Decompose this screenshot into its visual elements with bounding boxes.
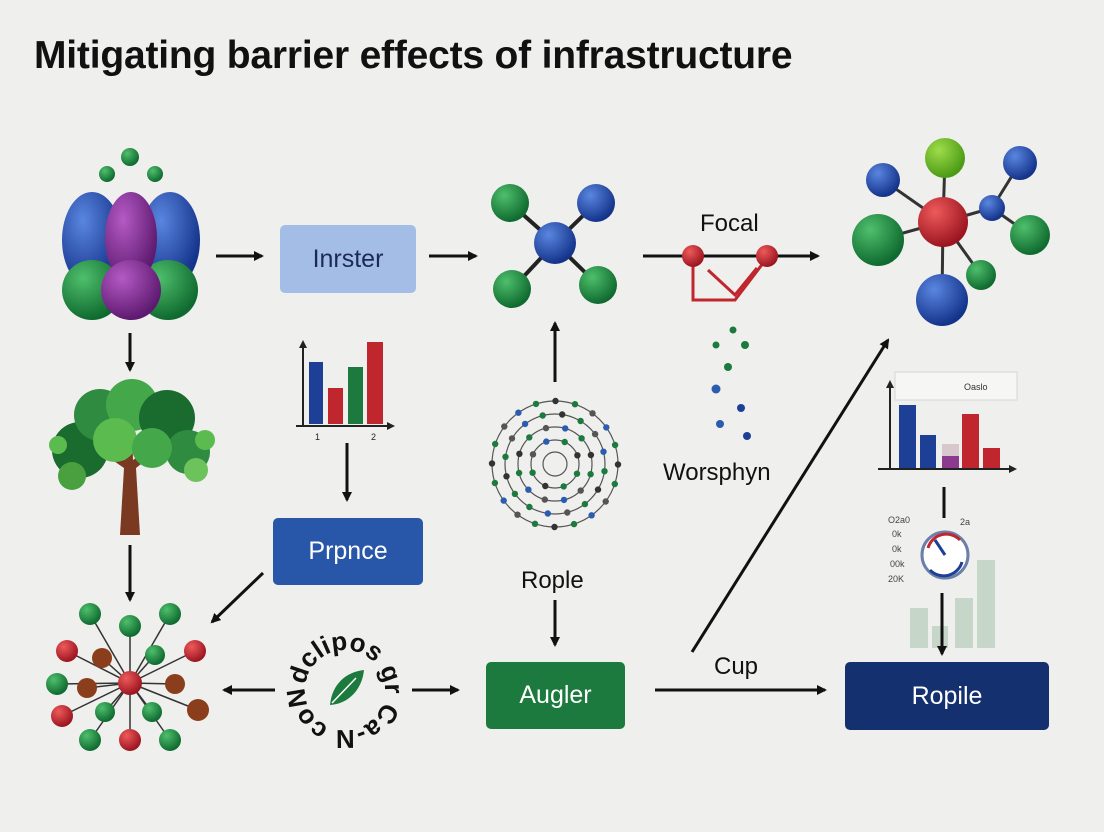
ring-dot xyxy=(514,511,521,518)
ring-dot xyxy=(526,503,533,511)
ring-dot xyxy=(525,486,532,493)
focal-connector-icon xyxy=(643,245,820,440)
flow-arrows xyxy=(125,251,947,695)
ring-dot xyxy=(600,448,607,455)
ring-dot xyxy=(502,453,509,460)
ring-dot xyxy=(516,450,523,457)
molecule-cluster-icon xyxy=(62,148,200,320)
readout-labels: O2a0 0k 0k 00k 20K 2a xyxy=(888,515,970,584)
worsphyn-label: Worsphyn xyxy=(663,459,771,486)
ring-dot xyxy=(542,482,549,490)
faint-bar-chart xyxy=(910,560,995,648)
svg-text:2a: 2a xyxy=(960,517,970,527)
ring-dot xyxy=(611,480,618,488)
ring-dot xyxy=(614,461,622,468)
ring-dot xyxy=(602,498,609,505)
ring-dot xyxy=(601,468,608,475)
ring-dot xyxy=(591,430,599,438)
page-title: Mitigating barrier effects of infrastruc… xyxy=(34,34,793,77)
ring-dot xyxy=(564,509,571,516)
right-chart-title: Oaslo xyxy=(964,382,988,392)
ring-dot xyxy=(560,483,567,490)
ring-dot xyxy=(603,424,610,431)
ring-dot xyxy=(531,520,539,527)
ring-dot xyxy=(503,473,510,480)
ring-dot xyxy=(551,523,558,531)
concentric-rings-icon xyxy=(488,397,622,531)
ring-dot xyxy=(594,486,602,493)
ring-dot xyxy=(589,410,596,417)
molecule-icon xyxy=(491,184,617,308)
ring-dot xyxy=(571,401,579,408)
ring-dot xyxy=(529,469,536,476)
rople-label: Rople xyxy=(521,567,584,594)
small-bar-chart: 1 2 xyxy=(296,340,395,442)
network-graph-icon xyxy=(46,603,209,751)
ring-dot xyxy=(573,470,581,477)
ring-dot xyxy=(577,417,584,425)
ring-dot xyxy=(611,441,619,449)
ring-dot xyxy=(577,487,584,494)
svg-text:00k: 00k xyxy=(890,559,905,569)
ring-dot xyxy=(508,435,516,442)
augler-box: Augler xyxy=(486,662,625,729)
ring-dot xyxy=(500,497,507,504)
ring-dot xyxy=(581,500,589,508)
ring-dot xyxy=(511,490,519,498)
ring-dot xyxy=(491,479,499,487)
circular-text: dclipos gr Ca-N coNcu xyxy=(0,0,409,754)
ring-dot xyxy=(560,496,568,504)
ring-dot xyxy=(588,512,595,519)
ropile-box: Ropile xyxy=(845,662,1049,730)
ring-dot xyxy=(587,471,594,478)
prpnce-box: Prpnce xyxy=(273,518,423,585)
circular-text-logo: dclipos gr Ca-N coNcu xyxy=(0,0,409,754)
svg-text:0k: 0k xyxy=(892,529,902,539)
svg-text:O2a0: O2a0 xyxy=(888,515,910,525)
ring-dot xyxy=(539,412,546,419)
ring-dot xyxy=(544,510,551,517)
ring-dot xyxy=(488,460,496,467)
ring-dot xyxy=(492,440,499,448)
small-chart-tick-2: 2 xyxy=(371,432,376,442)
ring-dot xyxy=(561,438,568,446)
ring-dot xyxy=(542,424,550,432)
ring-dot xyxy=(552,397,559,405)
focal-label: Focal xyxy=(700,210,759,237)
ring-dot xyxy=(532,400,540,408)
ring-dot xyxy=(562,425,569,432)
ring-dot xyxy=(578,435,585,442)
ring-dot xyxy=(574,452,581,459)
svg-text:20K: 20K xyxy=(888,574,904,584)
cup-label: Cup xyxy=(714,653,759,680)
small-chart-tick-1: 1 xyxy=(315,432,320,442)
right-bar-chart: Oaslo xyxy=(878,371,1018,473)
ring-dot xyxy=(543,438,550,445)
ring-dot xyxy=(521,420,529,428)
inrster-box: Inrster xyxy=(280,225,416,293)
ring-dot xyxy=(515,469,523,477)
ring-dot xyxy=(570,520,578,528)
tree-icon xyxy=(49,379,215,535)
svg-text:0k: 0k xyxy=(892,544,902,554)
ring-dot xyxy=(526,434,533,441)
ring-dot xyxy=(541,496,548,503)
ring-dot xyxy=(515,409,522,416)
ring-dot xyxy=(559,411,566,418)
large-molecule-icon xyxy=(852,138,1050,326)
ring-dot xyxy=(587,451,595,459)
ring-dot xyxy=(501,423,508,430)
cycle-gauge-icon xyxy=(920,530,970,580)
ring-dot xyxy=(529,451,537,458)
